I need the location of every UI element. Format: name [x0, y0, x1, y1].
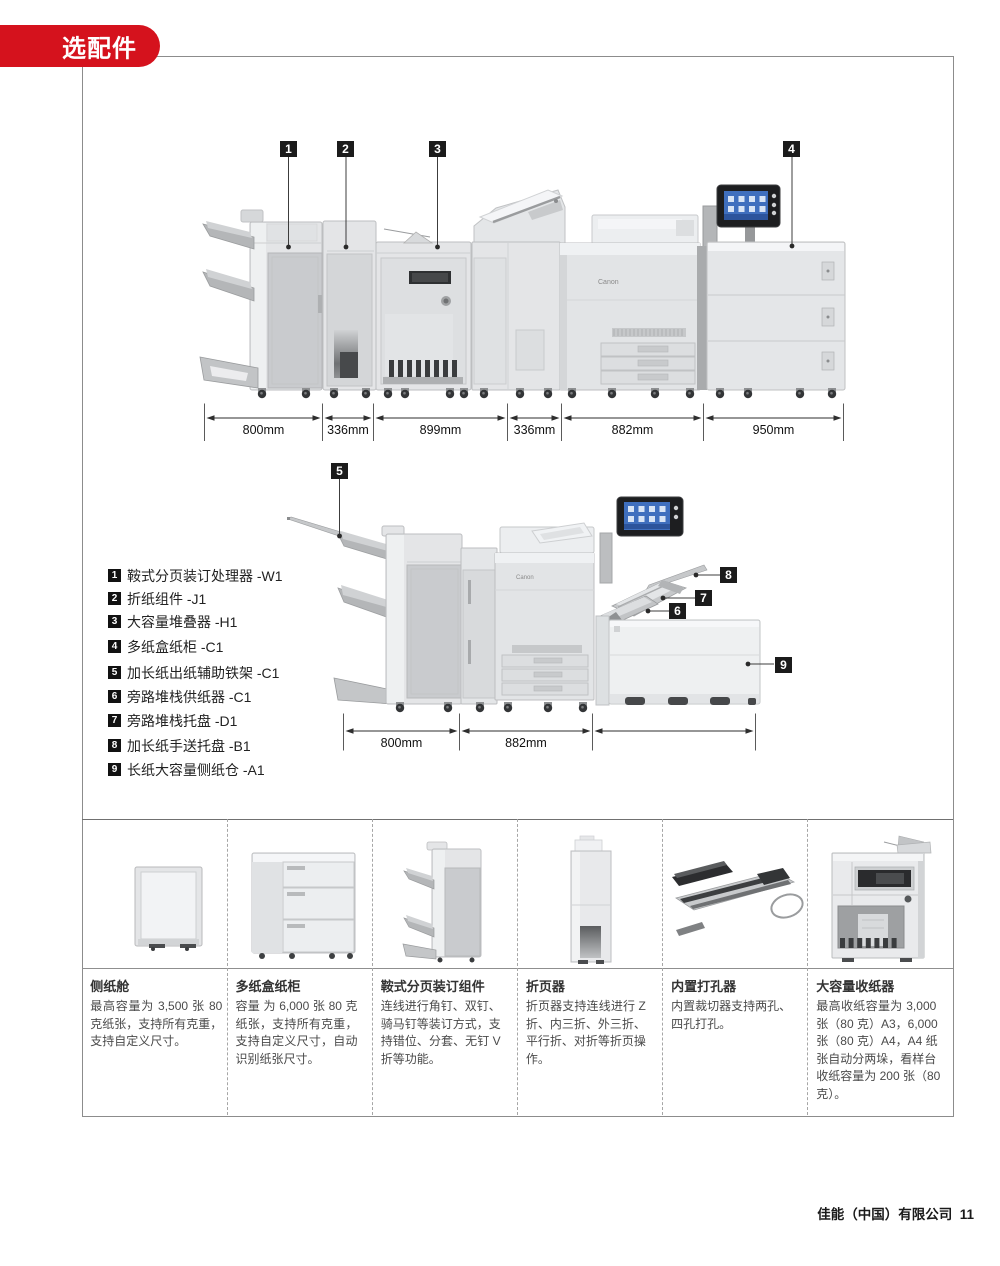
svg-text:800mm: 800mm: [243, 423, 285, 437]
svg-text:882mm: 882mm: [612, 423, 654, 437]
svg-text:800mm: 800mm: [381, 736, 423, 750]
svg-text:336mm: 336mm: [327, 423, 369, 437]
svg-text:882mm: 882mm: [505, 736, 547, 750]
svg-text:950mm: 950mm: [753, 423, 795, 437]
svg-text:Canon: Canon: [516, 575, 534, 581]
svg-text:336mm: 336mm: [514, 423, 556, 437]
svg-text:899mm: 899mm: [420, 423, 462, 437]
svg-text:Canon: Canon: [598, 279, 619, 286]
